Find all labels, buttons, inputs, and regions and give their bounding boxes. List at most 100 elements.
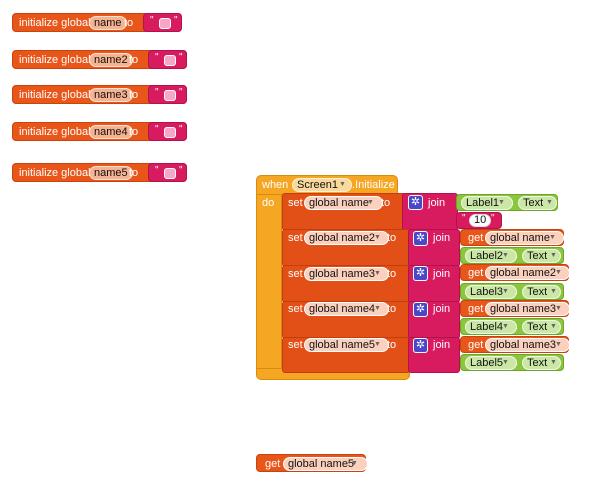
variable-dropdown[interactable]: global name2 bbox=[485, 266, 571, 280]
chevron-down-icon: ▼ bbox=[374, 270, 381, 277]
join-keyword: join bbox=[428, 197, 446, 209]
property-dot: . bbox=[515, 285, 519, 297]
quote-mark: " bbox=[179, 87, 183, 98]
variable-name-field[interactable]: name3 bbox=[89, 88, 133, 102]
gear-icon[interactable]: ✲ bbox=[413, 231, 428, 246]
initialize-global-block[interactable]: initialize global name3 to bbox=[12, 85, 187, 104]
text-string-block[interactable]: " " bbox=[143, 13, 182, 32]
to-keyword: to bbox=[381, 197, 391, 209]
variable-dropdown[interactable]: global name3 bbox=[485, 338, 571, 352]
variable-dropdown[interactable]: global name5 bbox=[283, 457, 369, 471]
chevron-down-icon: ▼ bbox=[502, 252, 509, 259]
quote-mark: " bbox=[174, 15, 178, 26]
join-keyword: join bbox=[433, 303, 451, 315]
component-dropdown[interactable]: Label5 bbox=[465, 356, 518, 370]
component-dropdown[interactable]: Label1 bbox=[461, 196, 514, 210]
text-string-block[interactable]: " " bbox=[148, 85, 187, 104]
block-keyword: initialize global bbox=[19, 89, 91, 101]
set-keyword: set bbox=[288, 303, 303, 315]
variable-name-field[interactable]: name5 bbox=[89, 166, 133, 180]
variable-name-field[interactable]: name2 bbox=[89, 53, 133, 67]
chevron-down-icon: ▼ bbox=[550, 252, 557, 259]
gear-icon[interactable]: ✲ bbox=[413, 302, 428, 317]
chevron-down-icon: ▼ bbox=[502, 359, 509, 366]
variable-name-field[interactable]: name bbox=[89, 16, 127, 30]
variable-dropdown[interactable]: global name4 bbox=[304, 302, 390, 316]
set-keyword: set bbox=[288, 197, 303, 209]
text-value-field[interactable] bbox=[164, 127, 176, 138]
chevron-down-icon: ▼ bbox=[374, 234, 381, 241]
text-value-field[interactable] bbox=[164, 168, 176, 179]
set-keyword: set bbox=[288, 232, 303, 244]
property-dropdown[interactable]: Text bbox=[522, 249, 562, 263]
quote-mark: " bbox=[179, 165, 183, 176]
text-value-field[interactable] bbox=[164, 55, 176, 66]
quote-mark: " bbox=[155, 165, 159, 176]
chevron-down-icon: ▼ bbox=[498, 199, 505, 206]
text-string-block[interactable]: " " bbox=[148, 122, 187, 141]
text-string-block[interactable]: " " bbox=[148, 50, 187, 69]
to-keyword: to bbox=[387, 339, 397, 351]
chevron-down-icon: ▼ bbox=[549, 234, 556, 241]
chevron-down-icon: ▼ bbox=[339, 181, 346, 188]
block-keyword: initialize global bbox=[19, 17, 91, 29]
variable-dropdown[interactable]: global name bbox=[485, 231, 564, 245]
block-keyword: to bbox=[124, 17, 134, 29]
initialize-global-block[interactable]: initialize global name2 to bbox=[12, 50, 187, 69]
component-dropdown[interactable]: Label4 bbox=[465, 320, 518, 334]
set-keyword: set bbox=[288, 268, 303, 280]
chevron-down-icon: ▼ bbox=[374, 341, 381, 348]
block-keyword: initialize global bbox=[19, 126, 91, 138]
initialize-global-block[interactable]: initialize global name5 to bbox=[12, 163, 187, 182]
variable-name-field[interactable]: name4 bbox=[89, 125, 133, 139]
initialize-global-block[interactable]: initialize global name4 to bbox=[12, 122, 187, 141]
variable-dropdown[interactable]: global name5 bbox=[304, 338, 390, 352]
quote-mark: " bbox=[155, 87, 159, 98]
property-dropdown[interactable]: Text bbox=[518, 196, 558, 210]
block-keyword: initialize global bbox=[19, 167, 91, 179]
quote-mark: " bbox=[462, 213, 466, 224]
join-keyword: join bbox=[433, 232, 451, 244]
quote-mark: " bbox=[155, 52, 159, 63]
event-name: .Initialize bbox=[352, 179, 395, 191]
gear-icon[interactable]: ✲ bbox=[413, 266, 428, 281]
variable-dropdown[interactable]: global name3 bbox=[485, 302, 571, 316]
quote-mark: " bbox=[155, 124, 159, 135]
to-keyword: to bbox=[387, 232, 397, 244]
chevron-down-icon: ▼ bbox=[502, 288, 509, 295]
variable-dropdown[interactable]: global name2 bbox=[304, 231, 390, 245]
property-dot: . bbox=[511, 196, 515, 208]
block-keyword: initialize global bbox=[19, 54, 91, 66]
block-keyword: to bbox=[129, 167, 139, 179]
chevron-down-icon: ▼ bbox=[550, 359, 557, 366]
property-dropdown[interactable]: Text bbox=[522, 320, 562, 334]
quote-mark: " bbox=[179, 124, 183, 135]
text-value-field[interactable] bbox=[159, 18, 171, 29]
gear-icon[interactable]: ✲ bbox=[408, 195, 423, 210]
chevron-down-icon: ▼ bbox=[502, 323, 509, 330]
get-keyword: get bbox=[468, 232, 484, 244]
chevron-down-icon: ▼ bbox=[555, 305, 562, 312]
variable-dropdown[interactable]: global name bbox=[304, 196, 383, 210]
initialize-global-block[interactable]: initialize global name to bbox=[12, 13, 182, 32]
text-value-field[interactable]: 10 bbox=[469, 214, 492, 227]
component-dropdown[interactable]: Screen1 bbox=[292, 178, 352, 192]
gear-icon[interactable]: ✲ bbox=[413, 338, 428, 353]
get-variable-block[interactable]: get global name5 ▼ bbox=[256, 454, 369, 472]
chevron-down-icon: ▼ bbox=[550, 288, 557, 295]
do-keyword: do bbox=[262, 197, 275, 209]
component-dropdown[interactable]: Label2 bbox=[465, 249, 518, 263]
text-value-field[interactable] bbox=[164, 90, 176, 101]
chevron-down-icon: ▼ bbox=[555, 341, 562, 348]
quote-mark: " bbox=[179, 52, 183, 63]
text-string-block[interactable]: " " bbox=[148, 163, 187, 182]
property-dropdown[interactable]: Text bbox=[522, 356, 562, 370]
to-keyword: to bbox=[387, 303, 397, 315]
block-keyword: to bbox=[129, 126, 139, 138]
variable-dropdown[interactable]: global name3 bbox=[304, 267, 390, 281]
when-keyword: when bbox=[262, 179, 289, 191]
block-keyword: to bbox=[129, 54, 139, 66]
property-dot: . bbox=[515, 320, 519, 332]
component-dropdown[interactable]: Label3 bbox=[465, 285, 518, 299]
property-dropdown[interactable]: Text bbox=[522, 285, 562, 299]
